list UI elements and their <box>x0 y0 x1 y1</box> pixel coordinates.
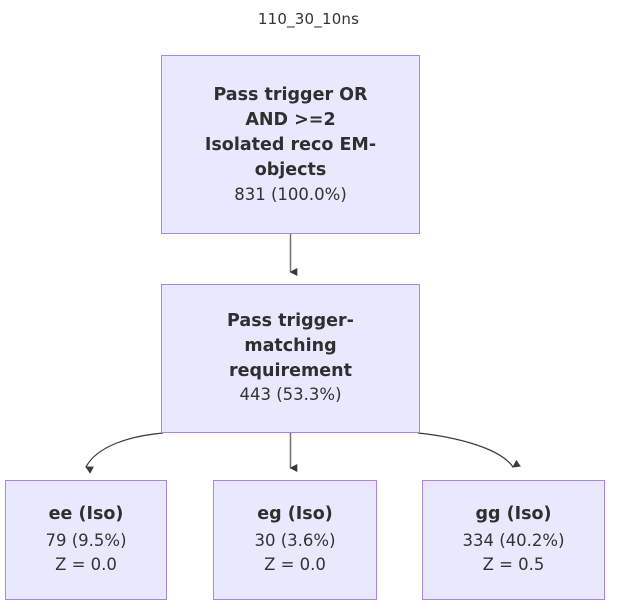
node-z-value: Z = 0.5 <box>482 555 545 575</box>
node-count: 831 (100.0%) <box>234 184 347 204</box>
node-label: Pass trigger- matching requirement <box>227 310 354 381</box>
node-pass-trigger-or[interactable]: Pass trigger OR AND >=2 Isolated reco EM… <box>161 55 420 234</box>
node-ee-iso[interactable]: ee (Iso) 79 (9.5%) Z = 0.0 <box>5 480 167 600</box>
node-label: Pass trigger OR AND >=2 Isolated reco EM… <box>204 85 377 180</box>
node-gg-iso[interactable]: gg (Iso) 334 (40.2%) Z = 0.5 <box>422 480 605 600</box>
node-count: 79 (9.5%) <box>45 530 127 550</box>
node-z-value: Z = 0.0 <box>55 555 117 575</box>
node-count: 30 (3.6%) <box>254 530 336 550</box>
node-eg-iso[interactable]: eg (Iso) 30 (3.6%) Z = 0.0 <box>213 480 377 600</box>
node-label: ee (Iso) <box>48 503 124 524</box>
node-count: 334 (40.2%) <box>462 530 565 550</box>
node-pass-trigger-matching[interactable]: Pass trigger- matching requirement 443 (… <box>161 284 420 433</box>
node-label: gg (Iso) <box>475 503 552 524</box>
edge-match-to-ee <box>85 432 164 474</box>
node-count: 443 (53.3%) <box>239 385 342 405</box>
chart-title: 110_30_10ns <box>257 10 360 28</box>
edge-match-to-gg <box>417 432 521 468</box>
node-z-value: Z = 0.0 <box>264 555 326 575</box>
node-label: eg (Iso) <box>257 503 333 524</box>
